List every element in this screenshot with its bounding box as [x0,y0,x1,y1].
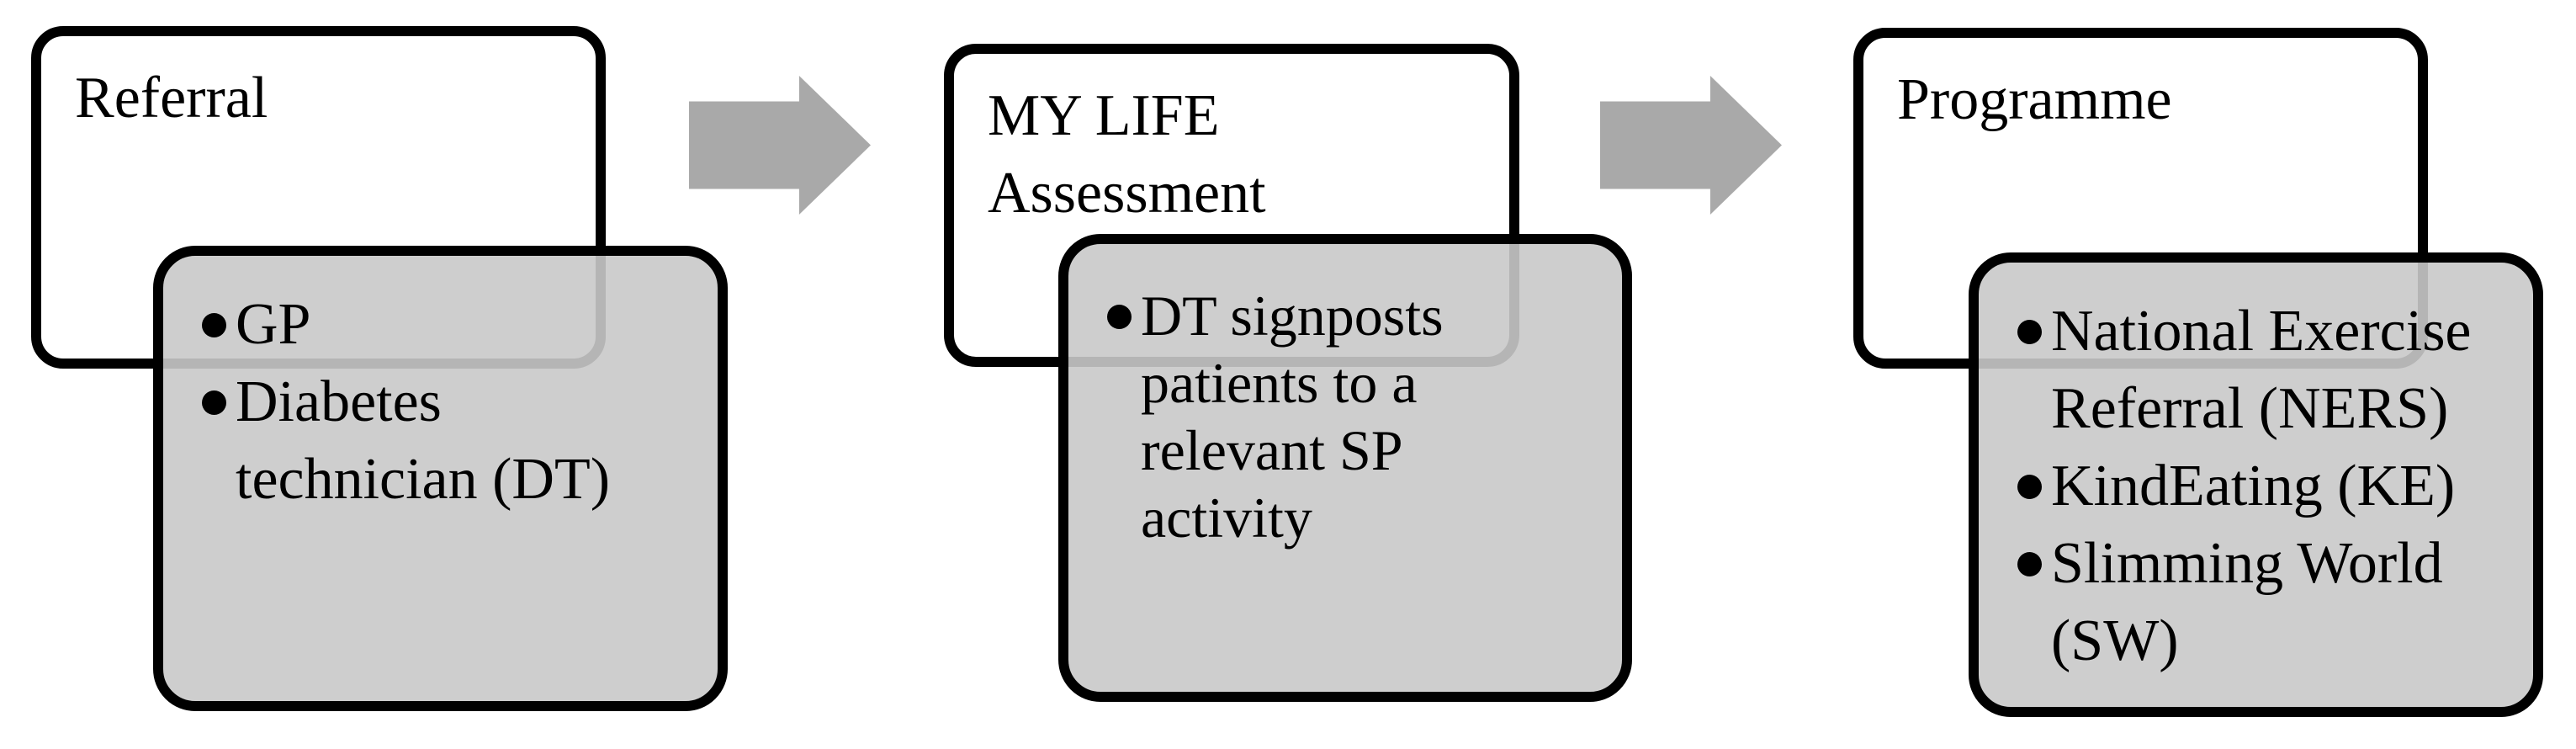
detail-box-programme: National Exercise Referral (NERS) KindEa… [1969,252,2543,717]
bullet-item: DT signposts patients to a relevant SP a… [1107,282,1614,551]
flow-arrow-icon [1600,76,1782,215]
bullet-item: KindEating (KE) [2017,448,2525,525]
stage-title-referral: Referral [75,66,268,130]
bullet-item: National Exercise Referral (NERS) [2017,293,2525,448]
bullet-list-referral: GP Diabetes technician (DT) [163,256,718,518]
detail-box-referral: GP Diabetes technician (DT) [153,246,728,711]
bullet-item: Diabetes technician (DT) [202,364,709,518]
detail-box-assessment: DT signposts patients to a relevant SP a… [1058,234,1632,702]
stage-title-assessment: MY LIFE Assessment [988,83,1266,226]
bullet-list-programme: National Exercise Referral (NERS) KindEa… [1979,263,2533,680]
stage-title-programme: Programme [1897,67,2172,132]
bullet-item: Slimming World (SW) [2017,525,2525,680]
flow-arrow-icon [689,76,871,215]
bullet-list-assessment: DT signposts patients to a relevant SP a… [1068,244,1622,551]
bullet-item: GP [202,286,709,364]
